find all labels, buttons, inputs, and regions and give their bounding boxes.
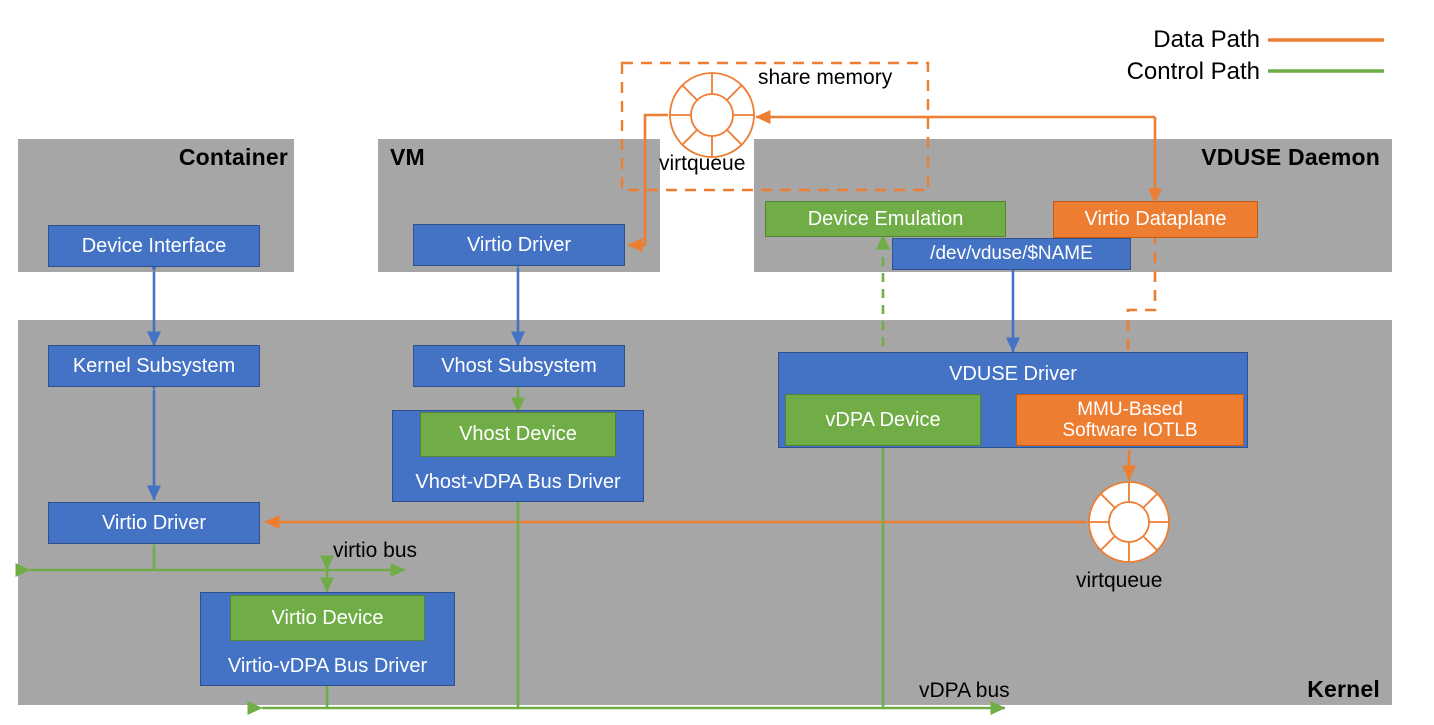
box-mmu-software-iotlb-line1: MMU-Based bbox=[1077, 398, 1183, 420]
panel-vm-title: VM bbox=[390, 144, 425, 170]
virtio-bus-label: virtio bus bbox=[333, 539, 418, 562]
box-vm-virtio-driver[interactable]: Virtio Driver bbox=[413, 224, 625, 266]
box-mmu-software-iotlb-line2: Software IOTLB bbox=[1062, 420, 1198, 441]
box-virtio-vdpa-bus-driver-label: Virtio-vDPA Bus Driver bbox=[227, 654, 428, 677]
box-mmu-software-iotlb[interactable]: MMU-Based Software IOTLB bbox=[1016, 394, 1244, 446]
box-virtio-device[interactable]: Virtio Device bbox=[230, 595, 425, 641]
box-device-emulation[interactable]: Device Emulation bbox=[765, 201, 1006, 237]
box-virtio-dataplane[interactable]: Virtio Dataplane bbox=[1053, 201, 1258, 238]
virtqueue-bottom-label: virtqueue bbox=[1076, 569, 1163, 592]
virtqueue-top-label: virtqueue bbox=[659, 152, 746, 175]
box-dev-vduse-name[interactable]: /dev/vduse/$NAME bbox=[892, 238, 1131, 270]
box-kernel-virtio-driver[interactable]: Virtio Driver bbox=[48, 502, 260, 544]
vdpa-bus-label: vDPA bus bbox=[919, 679, 1010, 702]
box-vduse-driver-label: VDUSE Driver bbox=[949, 363, 1077, 385]
box-kernel-subsystem[interactable]: Kernel Subsystem bbox=[48, 345, 260, 387]
legend-control-path-label: Control Path bbox=[1126, 58, 1260, 85]
box-vdpa-device[interactable]: vDPA Device bbox=[785, 394, 981, 446]
panel-kernel-title: Kernel bbox=[1307, 676, 1380, 702]
box-vhost-subsystem[interactable]: Vhost Subsystem bbox=[413, 345, 625, 387]
box-vhost-vdpa-bus-driver-label: Vhost-vDPA Bus Driver bbox=[415, 470, 621, 493]
box-vhost-device[interactable]: Vhost Device bbox=[420, 412, 616, 457]
box-device-interface[interactable]: Device Interface bbox=[48, 225, 260, 267]
legend-data-path-label: Data Path bbox=[1153, 26, 1260, 53]
share-memory-label: share memory bbox=[758, 66, 893, 89]
panel-vduse-daemon-title: VDUSE Daemon bbox=[1201, 144, 1380, 170]
virtqueue-ring-icon-top bbox=[669, 72, 755, 158]
panel-container-title: Container bbox=[178, 144, 288, 170]
